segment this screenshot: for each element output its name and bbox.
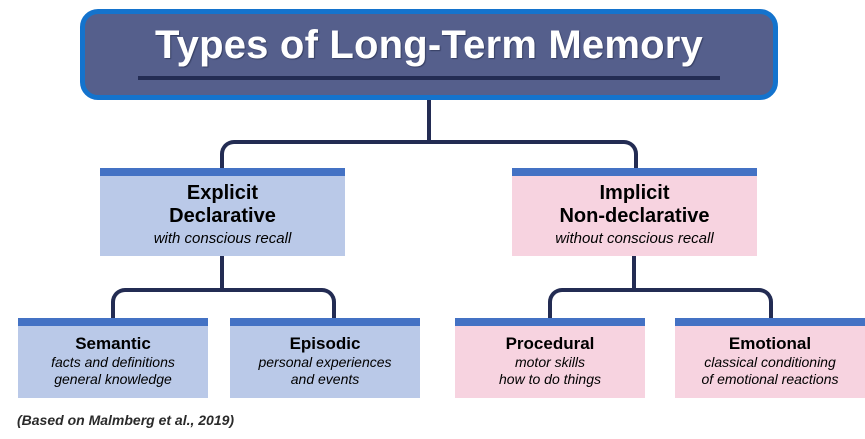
diagram-title-box: Types of Long-Term Memory [80,9,778,100]
node-implicit-heading-line1: Implicit [599,181,670,204]
node-explicit-subtitle: with conscious recall [153,230,292,248]
node-semantic-detail-line1: facts and definitions [51,354,175,371]
node-implicit-subtitle: without conscious recall [555,230,714,248]
node-implicit-heading-line2: Non-declarative [559,205,710,227]
title-underline-rule [138,76,720,80]
node-implicit: Implicit Non-declarative without conscio… [512,168,757,256]
connector-explicit-children-bridge [111,288,336,322]
node-episodic-heading: Episodic [289,334,361,354]
node-explicit: Explicit Declarative with conscious reca… [100,168,345,256]
diagram-title-text: Types of Long-Term Memory [154,23,703,67]
node-emotional-detail-line1: classical conditioning [704,354,836,371]
node-episodic-detail-line1: personal experiences [258,354,392,371]
node-procedural-detail-line2: how to do things [499,370,601,387]
node-semantic-detail-line2: general knowledge [54,370,172,387]
connector-title-branch-bridge [220,140,638,172]
connector-implicit-children-bridge [548,288,773,322]
node-explicit-heading-line2: Declarative [169,205,276,227]
node-procedural-detail-line1: motor skills [514,354,585,371]
source-caption: (Based on Malmberg et al., 2019) [17,412,235,428]
node-emotional-detail-line2: of emotional reactions [701,370,839,387]
node-semantic: Semantic facts and definitions general k… [18,318,208,398]
node-episodic: Episodic personal experiences and events [230,318,420,398]
connector-explicit-stem [220,256,224,290]
node-emotional-heading: Emotional [728,334,812,354]
node-emotional: Emotional classical conditioning of emot… [675,318,865,398]
node-semantic-heading: Semantic [75,334,151,354]
node-procedural-heading: Procedural [505,334,595,354]
node-procedural: Procedural motor skills how to do things [455,318,645,398]
node-explicit-heading-line1: Explicit [186,181,259,204]
connector-title-stem [427,100,431,142]
node-episodic-detail-line2: and events [290,370,360,387]
connector-implicit-stem [632,256,636,290]
